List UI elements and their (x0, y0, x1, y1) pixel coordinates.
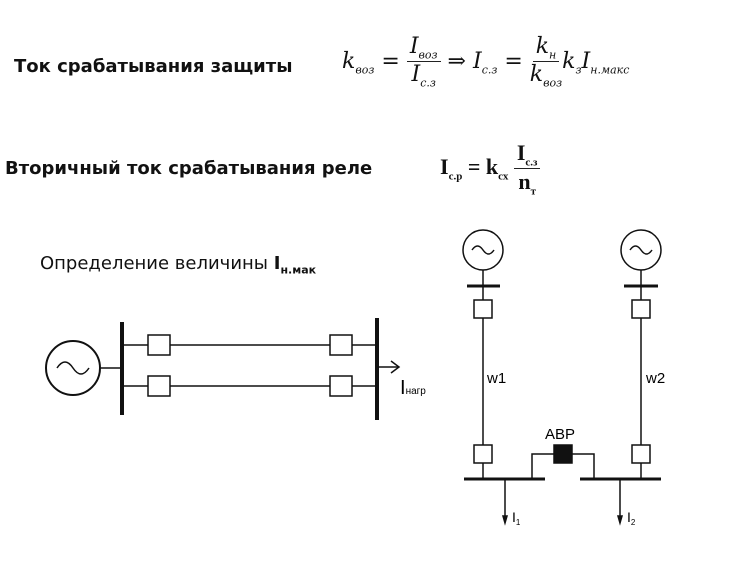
max-load-heading: Определение величины Iн.мак (40, 253, 317, 277)
w2-label: w2 (645, 370, 665, 387)
relay-current-label: Вторичный ток срабатывания реле (5, 158, 373, 179)
arrow-icon (390, 360, 401, 374)
breaker (329, 334, 353, 356)
load-current-label: Iнагр (400, 377, 426, 399)
breaker (147, 334, 171, 356)
breaker (329, 375, 353, 397)
i1-label: I1 (512, 509, 521, 527)
w1-label: w1 (486, 370, 506, 387)
right-diagram (462, 229, 662, 526)
abr-label: АВР (545, 426, 575, 443)
breaker (631, 444, 651, 464)
breaker (631, 299, 651, 319)
protection-current-label: Ток срабатывания защиты (14, 56, 293, 77)
breaker (473, 444, 493, 464)
breaker (473, 299, 493, 319)
left-diagram (45, 318, 401, 420)
abr-switch (553, 444, 573, 464)
breaker (147, 375, 171, 397)
i2-label: I2 (627, 509, 636, 527)
